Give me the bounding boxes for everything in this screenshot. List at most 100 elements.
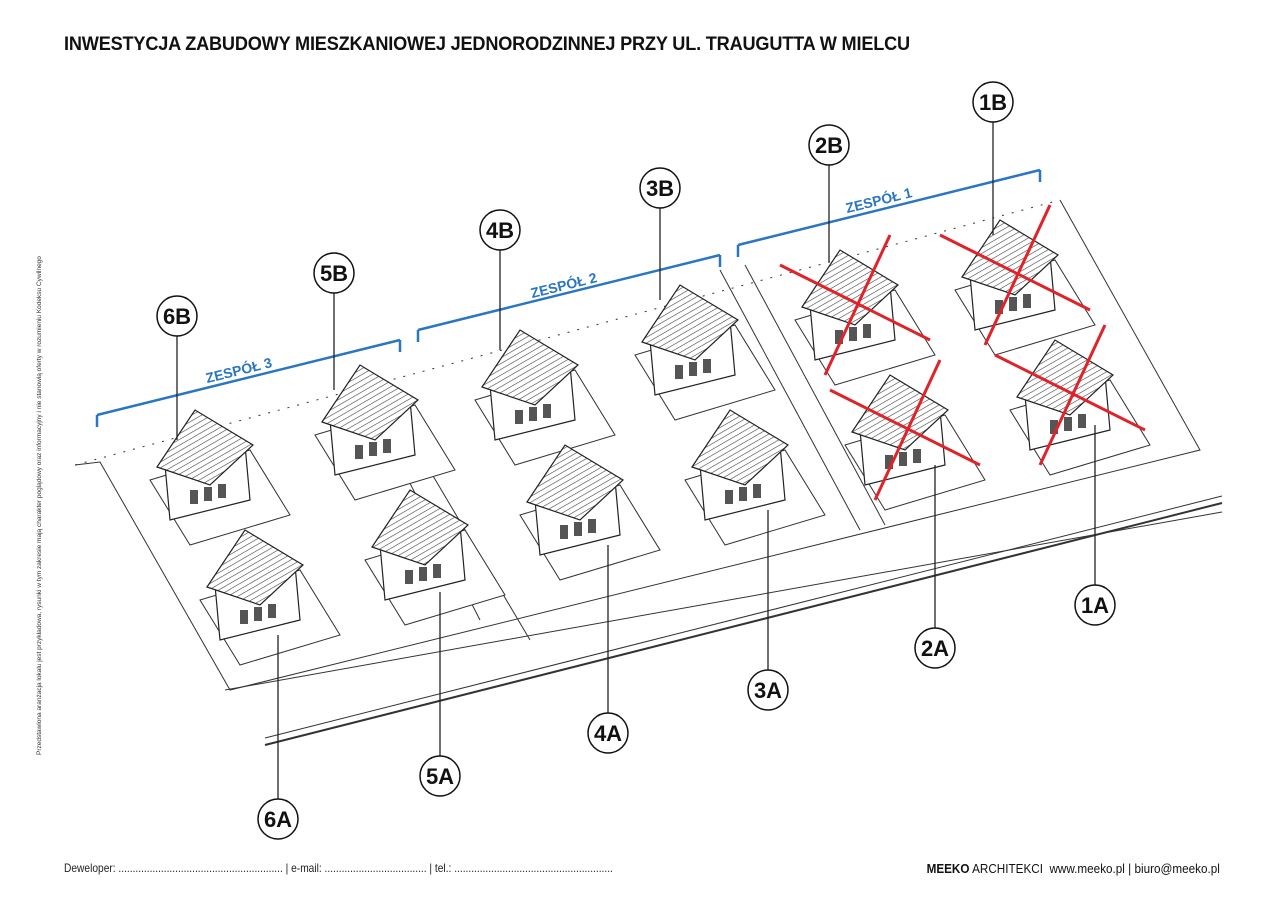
unit-label-text: 4A (594, 721, 622, 746)
window (849, 327, 857, 341)
unit-label-text: 6B (163, 304, 191, 329)
unit-label-1a[interactable]: 1A (1074, 584, 1116, 626)
window (254, 607, 262, 621)
sold-cross-icon (829, 359, 981, 501)
label-circle (313, 252, 355, 294)
sold-cross-icon (779, 234, 931, 376)
house-roof (851, 374, 949, 451)
house-2b[interactable] (794, 249, 936, 386)
house-roof (691, 409, 789, 486)
sidewalk-line (224, 511, 1223, 691)
unit-label-6b[interactable]: 6B (156, 295, 198, 337)
contact-email[interactable]: | biuro@meeko.pl (1128, 861, 1220, 876)
window (703, 359, 711, 373)
window (689, 362, 697, 376)
window (1078, 414, 1086, 428)
window (1023, 294, 1031, 308)
unit-label-4a[interactable]: 4A (587, 712, 629, 754)
rear-fence (74, 199, 1061, 466)
label-circle (1074, 584, 1116, 626)
unit-label-text: 4B (486, 218, 514, 243)
house-5b[interactable] (314, 364, 456, 501)
unit-label-2a[interactable]: 2A (914, 627, 956, 669)
house-6b[interactable] (149, 409, 291, 546)
window (913, 449, 921, 463)
label-circle (479, 209, 521, 251)
window (753, 484, 761, 498)
unit-label-3a[interactable]: 3A (747, 669, 789, 711)
unit-label-4b[interactable]: 4B (479, 209, 521, 251)
window (433, 564, 441, 578)
label-circle (639, 167, 681, 209)
house-roof (1016, 339, 1114, 416)
website-link[interactable]: www.meeko.pl (1049, 861, 1126, 876)
label-circle (972, 81, 1014, 123)
house-roof (641, 284, 739, 361)
label-circle (587, 712, 629, 754)
developer-field: Deweloper: .............................… (64, 861, 283, 875)
house-3b[interactable] (634, 284, 776, 421)
unit-label-3b[interactable]: 3B (639, 167, 681, 209)
window (675, 365, 683, 379)
brand-name: MEEKO (926, 861, 970, 876)
unit-label-text: 3B (646, 176, 674, 201)
window (383, 439, 391, 453)
window (863, 324, 871, 338)
plot-divider (719, 269, 861, 531)
brand-suffix: ARCHITEKCI (972, 861, 1044, 876)
window (725, 490, 733, 504)
house-1a[interactable] (1009, 339, 1151, 476)
unit-label-text: 2B (815, 133, 843, 158)
page-title: INWESTYCJA ZABUDOWY MIESZKANIOWEJ JEDNOR… (64, 33, 910, 55)
window (240, 610, 248, 624)
house-4b[interactable] (474, 329, 616, 466)
sold-cross-icon (939, 204, 1091, 346)
window (1064, 417, 1072, 431)
house-roof (321, 364, 419, 441)
label-circle (156, 295, 198, 337)
plot-divider (744, 264, 886, 526)
unit-label-2b[interactable]: 2B (808, 124, 850, 166)
window (835, 330, 843, 344)
group-label: ZESPÓŁ 2 (529, 268, 599, 301)
house-roof (526, 444, 624, 521)
window (739, 487, 747, 501)
house-1b[interactable] (954, 219, 1096, 356)
unit-label-text: 6A (264, 807, 292, 832)
unit-label-6a[interactable]: 6A (257, 798, 299, 840)
house-roof (206, 529, 304, 606)
house-roof (371, 489, 469, 566)
label-circle (808, 124, 850, 166)
house-4a[interactable] (519, 444, 661, 581)
window (899, 452, 907, 466)
unit-label-5b[interactable]: 5B (313, 252, 355, 294)
window (560, 525, 568, 539)
house-6a[interactable] (199, 529, 341, 666)
house-3a[interactable] (684, 409, 826, 546)
road-edge (264, 502, 1223, 746)
unit-label-text: 1B (979, 90, 1007, 115)
window (405, 570, 413, 584)
developer-contact-line: Deweloper: .............................… (64, 861, 613, 875)
window (1009, 297, 1017, 311)
window (885, 455, 893, 469)
house-roof (801, 249, 899, 326)
plot-boundary (74, 199, 1201, 691)
window (588, 519, 596, 533)
window (995, 300, 1003, 314)
unit-label-text: 5B (320, 261, 348, 286)
window (190, 490, 198, 504)
house-roof (481, 329, 579, 406)
house-5a[interactable] (364, 489, 506, 626)
window (218, 484, 226, 498)
unit-label-1b[interactable]: 1B (972, 81, 1014, 123)
unit-label-text: 2A (921, 636, 949, 661)
label-circle (747, 669, 789, 711)
unit-label-text: 1A (1081, 593, 1109, 618)
unit-label-text: 3A (754, 678, 782, 703)
window (369, 442, 377, 456)
label-circle (419, 755, 461, 797)
road-edge (264, 495, 1223, 739)
unit-label-5a[interactable]: 5A (419, 755, 461, 797)
